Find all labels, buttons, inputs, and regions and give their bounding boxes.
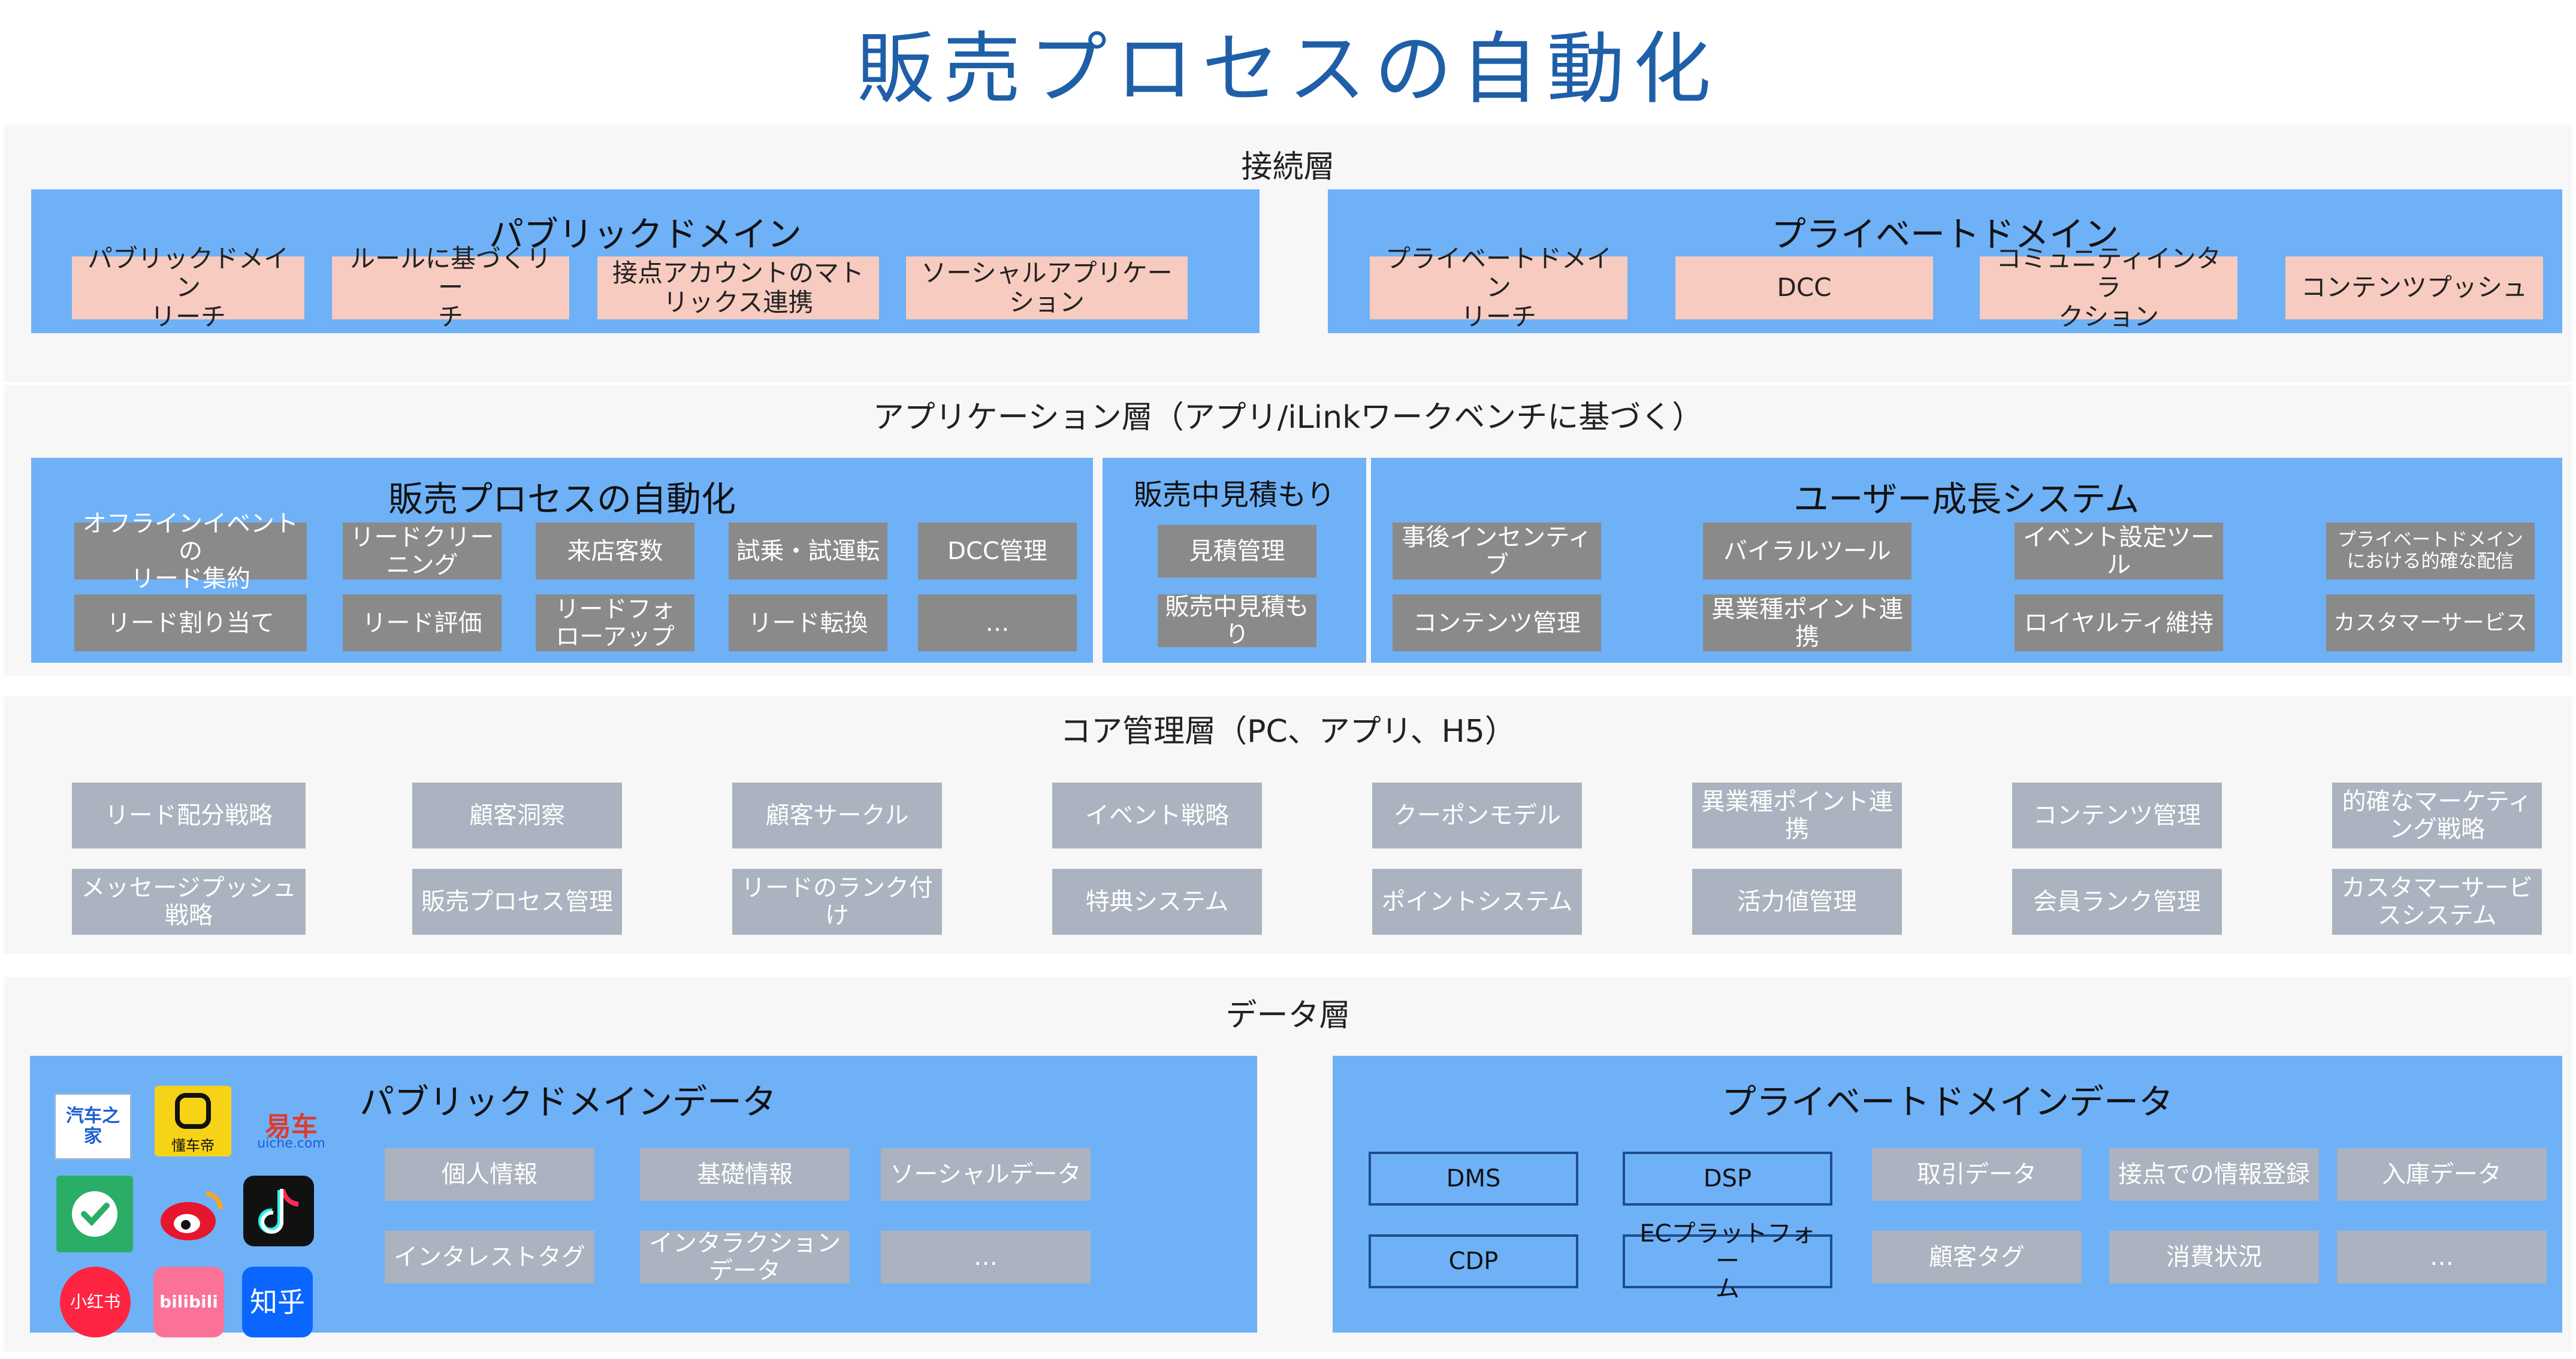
quotation-item: 見積管理 (1158, 525, 1316, 578)
zhihu-logo: 知乎 (242, 1267, 313, 1337)
sales-item: リード割り当て (74, 594, 307, 651)
private-domain-panel: プライベートドメイン プライベートドメインリーチ DCC コミュニティインタラク… (1328, 189, 2562, 333)
sales-item: 来店客数 (536, 523, 694, 579)
sales-automation-title: 販売プロセスの自動化 (388, 479, 736, 520)
core-item: メッセージプッシュ戦略 (72, 869, 306, 935)
douyin-logo (243, 1176, 314, 1246)
sales-item: オフラインイベントのリード集約 (74, 510, 307, 593)
sales-item: リード転換 (729, 594, 887, 651)
sales-item: DCC管理 (918, 523, 1077, 579)
core-item: 顧客サークル (732, 783, 942, 848)
weibo-logo (153, 1176, 230, 1252)
sales-automation-panel: 販売プロセスの自動化 オフラインイベントのリード集約 リードクリーニング 来店客… (31, 458, 1093, 663)
bilibili-logo: bilibili (153, 1267, 224, 1337)
core-item: 活力値管理 (1692, 869, 1902, 935)
dongchedi-logo: 懂车帝 (155, 1086, 231, 1156)
private-data-item: 消費状況 (2109, 1231, 2319, 1284)
core-layer: コア管理層（PC、アプリ、H5） リード配分戦略 顧客洞察 顧客サークル イベン… (4, 696, 2572, 954)
public-domain-item: ルールに基づくリーチ (332, 244, 569, 331)
public-data-title: パブリックドメインデータ (360, 1082, 777, 1122)
private-data-title: プライベートドメインデータ (1721, 1082, 2173, 1122)
core-layer-title: コア管理層（PC、アプリ、H5） (1060, 714, 1516, 750)
user-growth-title: ユーザー成長システム (1793, 479, 2140, 520)
sales-item: … (918, 594, 1077, 651)
core-item: カスタマーサービスシステム (2332, 869, 2542, 935)
core-item: クーポンモデル (1372, 783, 1582, 848)
core-item: 特典システム (1052, 869, 1262, 935)
yiche-sub: uiche.com (257, 1136, 325, 1151)
growth-item: 事後インセンティブ (1393, 523, 1601, 579)
private-data-panel: プライベートドメインデータ DMS DSP 取引データ 接点での情報登録 入庫デ… (1333, 1056, 2562, 1333)
autohome-logo: 汽车之家 (54, 1093, 132, 1160)
core-item: 会員ランク管理 (2012, 869, 2222, 935)
private-data-item: ECプラットフォーム (1623, 1220, 1832, 1303)
growth-item: プライベートドメインにおける的確な配信 (2326, 523, 2535, 579)
wechat-logo (56, 1176, 133, 1252)
page-title: 販売プロセスの自動化 (856, 23, 1720, 114)
sales-item: リードフォローアップ (536, 594, 694, 651)
growth-item: コンテンツ管理 (1393, 594, 1601, 651)
growth-item: バイラルツール (1703, 523, 1911, 579)
growth-item: 異業種ポイント連携 (1703, 594, 1911, 651)
core-item: リードのランク付け (732, 869, 942, 935)
growth-item: ロイヤルティ維持 (2015, 594, 2223, 651)
sales-item: リード評価 (343, 594, 502, 651)
private-data-item: DSP (1623, 1152, 1832, 1206)
growth-item: イベント設定ツール (2015, 523, 2223, 579)
core-item: ポイントシステム (1372, 869, 1582, 935)
sales-item: リードクリーニング (343, 523, 502, 579)
quotation-title: 販売中見積もり (1133, 478, 1335, 512)
dongchedi-label: 懂车帝 (171, 1137, 215, 1154)
private-data-item: 顧客タグ (1872, 1231, 2082, 1284)
connection-layer: 接続層 パブリックドメイン パブリックドメインリーチ ルールに基づくリーチ 接点… (4, 125, 2572, 382)
xiaohongshu-logo: 小红书 (60, 1267, 131, 1337)
private-data-item: CDP (1369, 1234, 1578, 1288)
private-data-item: … (2337, 1231, 2547, 1284)
public-data-item: ソーシャルデータ (881, 1148, 1091, 1201)
core-item: 顧客洞察 (412, 783, 622, 848)
core-item: リード配分戦略 (72, 783, 306, 848)
check-badge-icon (72, 1191, 117, 1237)
public-domain-item: ソーシャルアプリケーション (906, 256, 1188, 319)
application-layer: アプリケーション層（アプリ/iLinkワークベンチに基づく） 販売プロセスの自動… (4, 385, 2572, 676)
growth-item: カスタマーサービス (2326, 594, 2535, 651)
public-data-item: インタラクションデータ (640, 1230, 850, 1285)
yiche-label: 易车 (265, 1112, 318, 1142)
quotation-item: 販売中見積もり (1158, 593, 1316, 648)
core-item: 的確なマーケティング戦略 (2332, 783, 2542, 848)
core-item: コンテンツ管理 (2012, 783, 2222, 848)
public-data-item: 個人情報 (385, 1148, 594, 1201)
public-domain-item: パブリックドメインリーチ (72, 244, 304, 331)
private-data-item: 接点での情報登録 (2109, 1148, 2319, 1201)
connection-layer-title: 接続層 (1241, 149, 1335, 185)
private-domain-item: コンテンツプッシュ (2285, 256, 2543, 319)
private-domain-item: DCC (1675, 256, 1933, 319)
yiche-logo: 易车 uiche.com (249, 1093, 333, 1160)
music-note-icon (258, 1189, 299, 1234)
data-layer-title: データ層 (1225, 998, 1351, 1034)
private-domain-item: コミュニティインタラクション (1980, 244, 2237, 331)
dongchedi-icon (175, 1093, 211, 1129)
sales-item: 試乗・試運転 (729, 523, 887, 579)
public-data-panel: パブリックドメインデータ 汽车之家 懂车帝 易车 uiche.com (30, 1056, 1257, 1337)
public-domain-title: パブリックドメイン (488, 214, 802, 255)
data-layer: データ層 パブリックドメインデータ 汽车之家 懂车帝 易车 uiche.com (4, 977, 2572, 1352)
core-item: 販売プロセス管理 (412, 869, 622, 935)
private-data-item: DMS (1369, 1152, 1578, 1206)
user-growth-panel: ユーザー成長システム 事後インセンティブ バイラルツール イベント設定ツール プ… (1371, 458, 2562, 663)
application-layer-title: アプリケーション層（アプリ/iLinkワークベンチに基づく） (872, 400, 1704, 436)
public-domain-item: 接点アカウントのマトリックス連携 (597, 256, 879, 319)
core-item: 異業種ポイント連携 (1692, 783, 1902, 848)
public-domain-panel: パブリックドメイン パブリックドメインリーチ ルールに基づくリーチ 接点アカウン… (31, 189, 1260, 333)
private-data-item: 入庫データ (2337, 1148, 2547, 1201)
quotation-panel: 販売中見積もり 見積管理 販売中見積もり (1103, 458, 1366, 663)
public-data-item: … (881, 1231, 1091, 1284)
public-data-item: インタレストタグ (385, 1231, 594, 1284)
private-domain-title: プライベートドメイン (1771, 214, 2119, 255)
public-data-item: 基礎情報 (640, 1148, 850, 1201)
private-data-item: 取引データ (1872, 1148, 2082, 1201)
private-domain-item: プライベートドメインリーチ (1370, 244, 1627, 331)
weibo-icon (161, 1191, 224, 1240)
core-item: イベント戦略 (1052, 783, 1262, 848)
